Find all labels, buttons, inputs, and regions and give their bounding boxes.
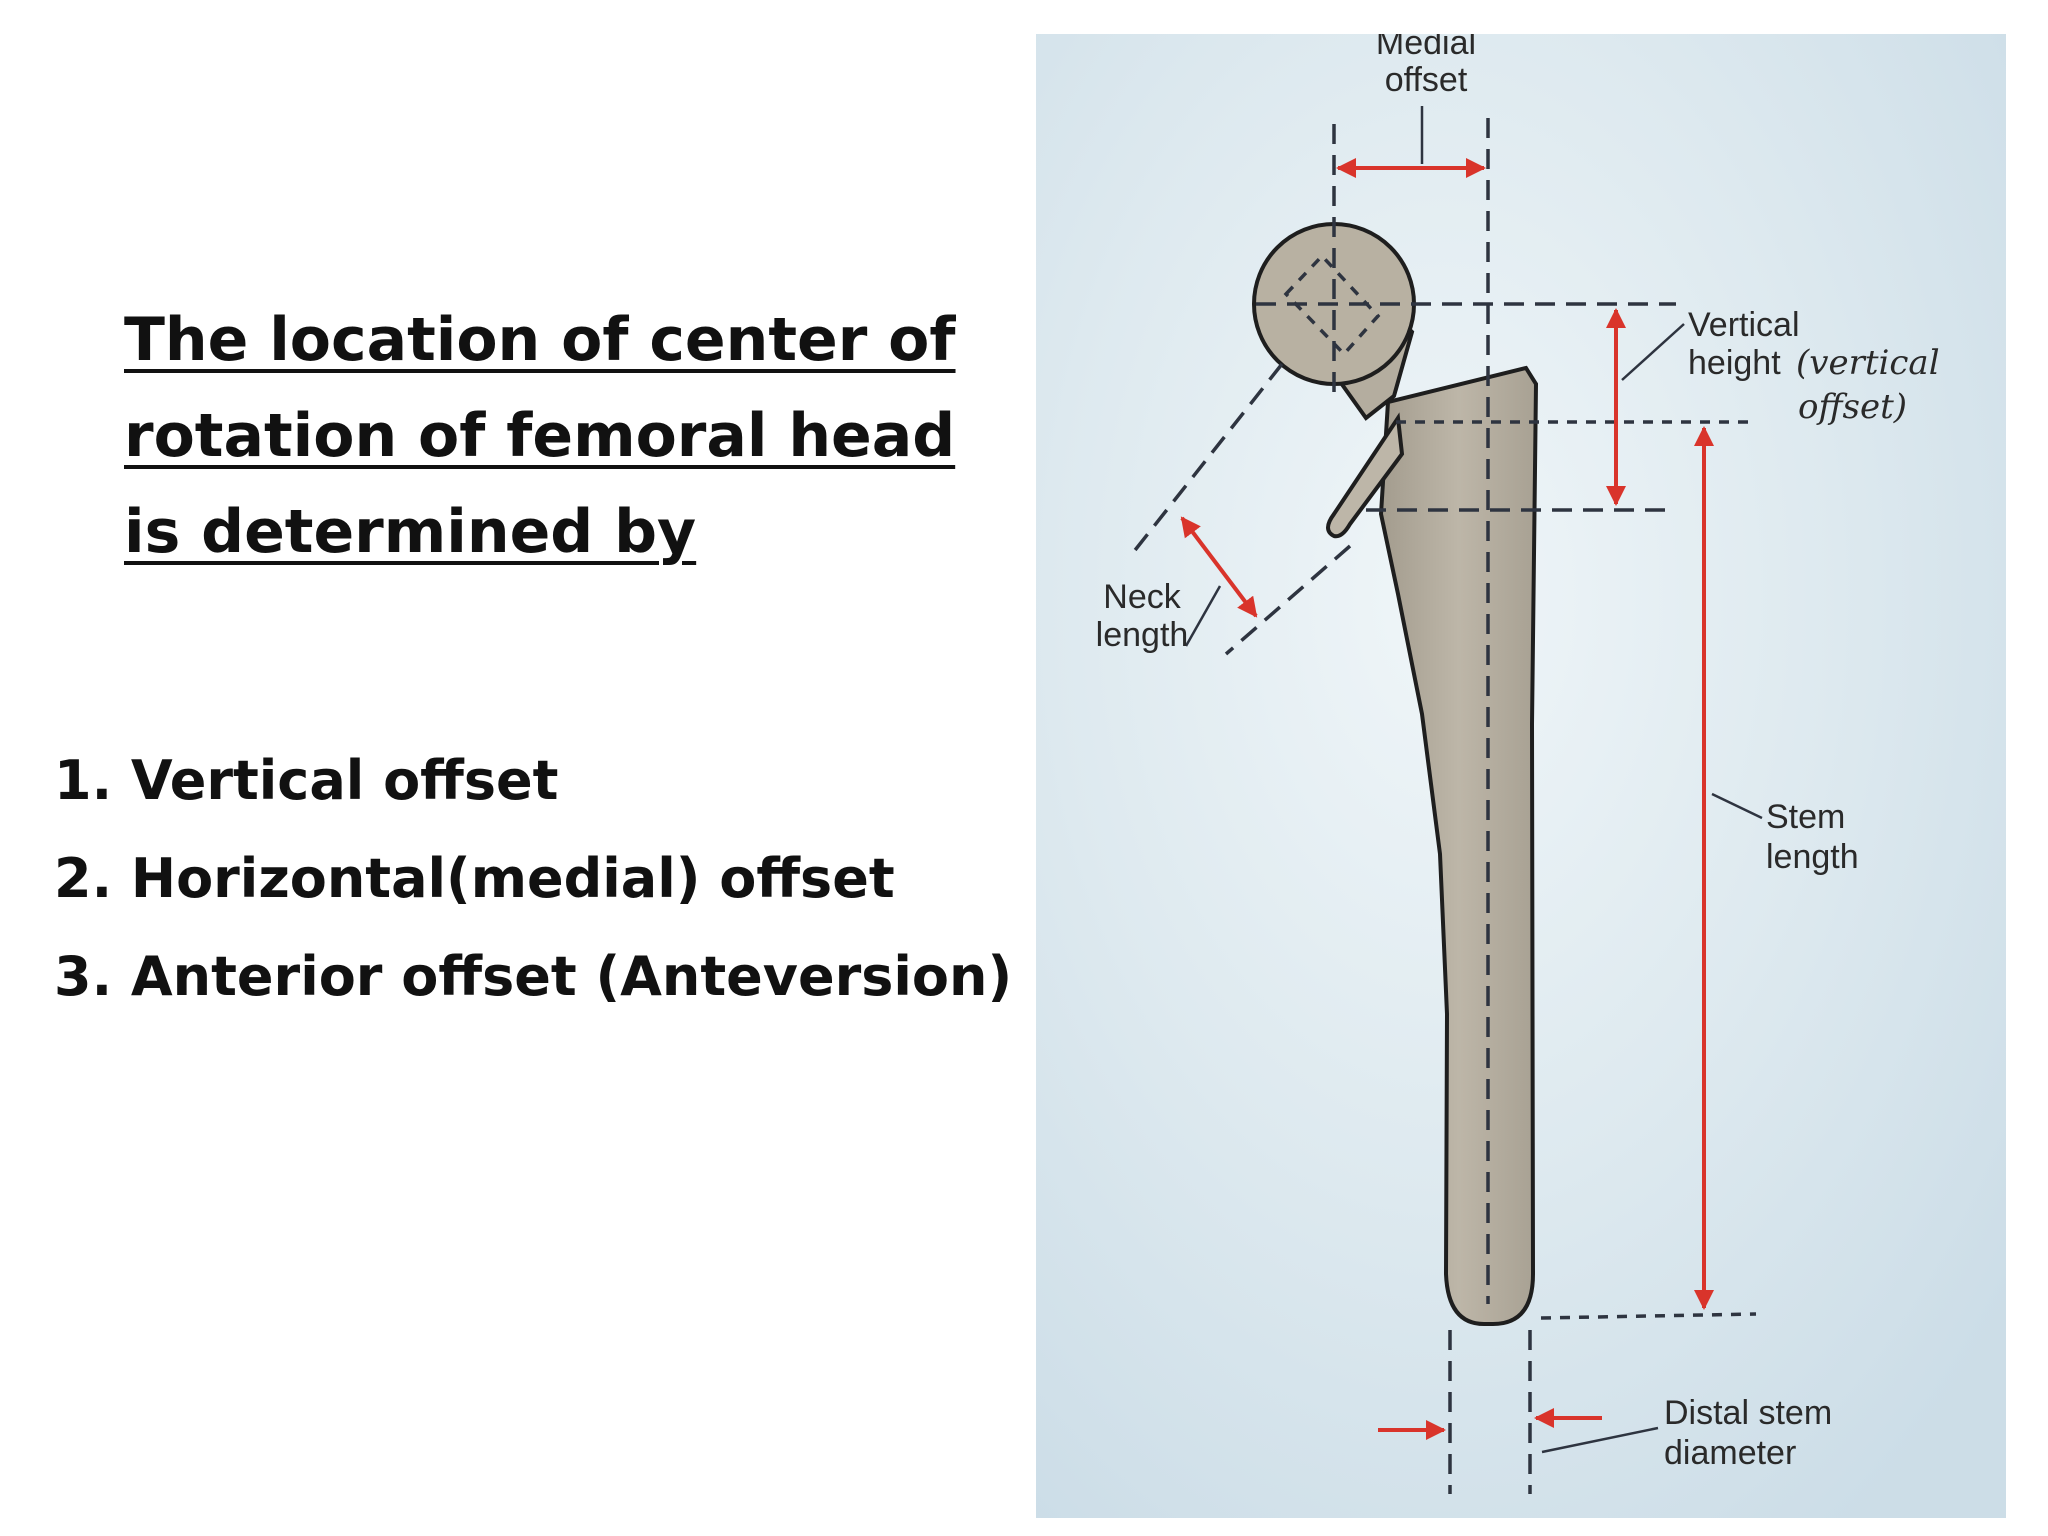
- taper-outline: [1283, 253, 1381, 357]
- neck-length-label: length: [1096, 616, 1189, 654]
- neck-length-label: Neck: [1103, 578, 1181, 616]
- list-item: 2. Horizontal(medial) offset: [54, 847, 895, 910]
- neck-length-arrow: [1180, 516, 1258, 618]
- neck-axis-lower: [1224, 544, 1352, 656]
- offset-factor-list: 1. Vertical offset 2. Horizontal(medial)…: [54, 732, 1014, 1026]
- stem-length-label: Stem: [1766, 798, 1845, 836]
- slide-title-line: is determined by: [124, 497, 697, 567]
- distal-stem-label: diameter: [1664, 1434, 1796, 1472]
- stem-length-label: length: [1766, 838, 1859, 876]
- medial-offset-label: offset: [1385, 61, 1468, 99]
- slide-title-line: The location of center of: [124, 305, 956, 375]
- distal-stem-label: Distal stem: [1664, 1394, 1832, 1432]
- neck-axis: [1130, 362, 1284, 556]
- vertical-height-label: height: [1688, 344, 1781, 382]
- vertical-height-leader: [1621, 323, 1685, 381]
- vertical-height-label: Vertical: [1688, 306, 1800, 344]
- vertical-offset-note: offset): [1798, 387, 1907, 427]
- distal-stem-leader: [1541, 1426, 1659, 1454]
- slide-title: The location of center of rotation of fe…: [124, 292, 984, 580]
- stem-tip-line: [1540, 1312, 1757, 1320]
- neck-length-leader: [1184, 585, 1222, 647]
- femoral-stem: [1378, 365, 1539, 1326]
- list-item: 1. Vertical offset: [54, 749, 559, 812]
- list-item: 3. Anterior offset (Anteversion): [54, 945, 1013, 1008]
- femoral-stem-diagram: Medial offset Vertical height (vertical …: [1036, 34, 2006, 1518]
- slide-title-line: rotation of femoral head: [124, 401, 956, 471]
- medial-offset-label: Medial: [1376, 34, 1476, 62]
- vertical-offset-note: (vertical: [1796, 343, 1940, 383]
- stem-fin: [1326, 412, 1405, 539]
- stem-length-leader: [1711, 792, 1763, 820]
